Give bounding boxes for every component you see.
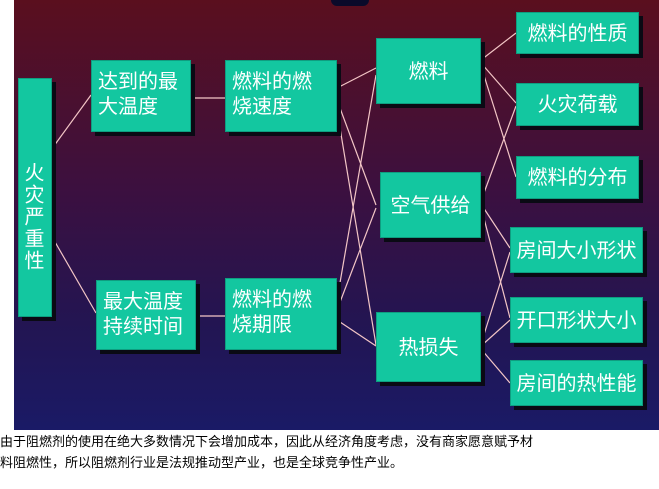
node-heat-loss: 热损失 <box>376 312 481 382</box>
edge-heatloss-opening <box>480 319 511 347</box>
edge-burnrate-heatloss <box>336 109 377 346</box>
edge-burnperiod-air <box>336 207 377 311</box>
edge-burnperiod-heatloss <box>336 319 377 347</box>
node-fuel-burn-period: 燃料的燃烧期限 <box>225 278 337 350</box>
caption-line-1: 由于阻燃剂的使用在绝大多数情况下会增加成本，因此从经济角度考虑，没有商家愿意赋予… <box>0 435 534 450</box>
node-fuel-nature: 燃料的性质 <box>516 12 639 54</box>
node-fuel-distribution: 燃料的分布 <box>516 156 639 199</box>
node-fire-load: 火灾荷载 <box>516 83 639 126</box>
edge-air-opening <box>480 206 511 319</box>
caption-line-2: 料阻燃性，所以阻燃剂行业是法规推动型产业，也是全球竞争性产业。 <box>0 456 404 471</box>
node-room-thermal-performance: 房间的热性能 <box>510 360 643 406</box>
node-opening-shape-size: 开口形状大小 <box>510 297 643 343</box>
node-fuel: 燃料 <box>376 38 481 104</box>
edge-fuel-distribution <box>480 65 517 178</box>
edge-air-load <box>480 105 517 202</box>
node-max-temperature-duration: 最大温度持续时间 <box>96 280 196 350</box>
connector-lines <box>50 32 517 384</box>
edge-heatloss-roomsize <box>480 251 511 345</box>
edge-burnrate-fuel <box>336 67 377 89</box>
edge-air-roomsize <box>480 203 511 249</box>
edge-root-duration <box>50 234 97 314</box>
edge-burnperiod-fuel <box>336 74 377 301</box>
node-max-temperature: 达到的最大温度 <box>91 60 191 132</box>
node-air-supply: 空气供给 <box>380 172 481 238</box>
edge-burnrate-air <box>336 99 377 206</box>
slide-top-mark <box>331 0 369 6</box>
node-fire-severity: 火灾严重性 <box>18 78 52 317</box>
node-room-size-shape: 房间大小形状 <box>510 227 643 273</box>
edge-fuel-nature <box>480 32 517 61</box>
caption: 由于阻燃剂的使用在绝大多数情况下会增加成本，因此从经济角度考虑，没有商家愿意赋予… <box>0 432 659 474</box>
edge-root-max-temp <box>50 94 92 151</box>
edge-fuel-load <box>480 62 517 104</box>
node-fuel-burn-rate: 燃料的燃烧速度 <box>225 60 337 132</box>
diagram-slide: 火灾严重性 达到的最大温度 最大温度持续时间 燃料的燃烧速度 燃料的燃烧期限 燃… <box>14 0 659 430</box>
edge-heatloss-thermal <box>480 348 511 384</box>
